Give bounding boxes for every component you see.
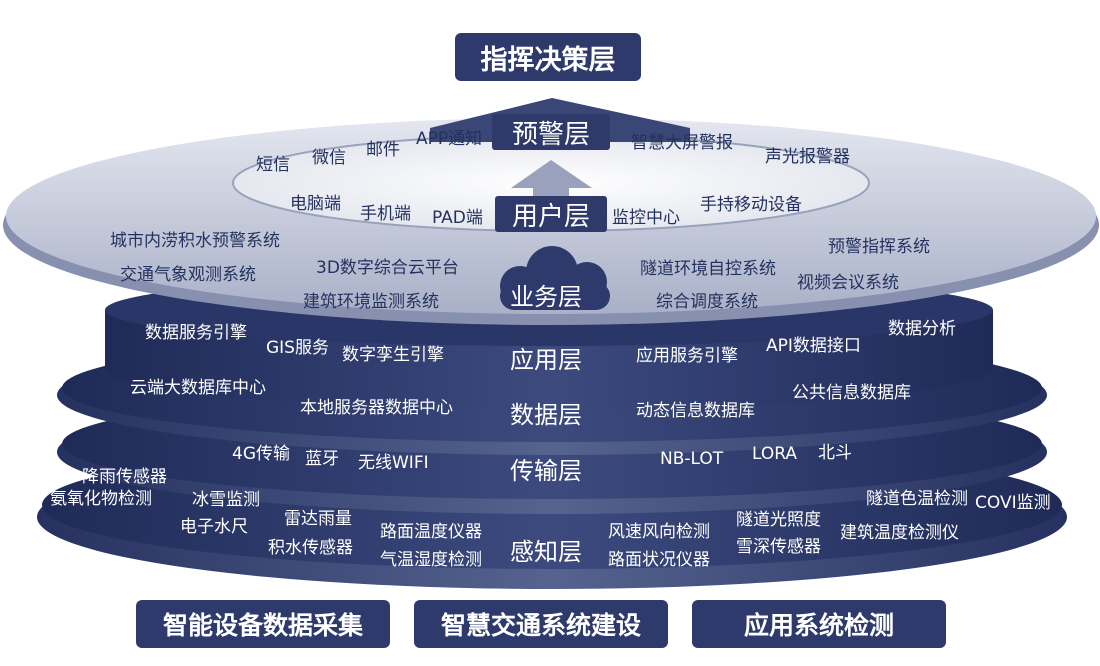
application-item: 数据服务引擎 (145, 323, 247, 343)
application-layer-label: 应用层 (510, 346, 582, 374)
user-item: PAD端 (432, 208, 483, 228)
sensing-item: 风速风向检测 (608, 522, 710, 542)
transport-item: 北斗 (818, 443, 852, 463)
business-item: 预警指挥系统 (828, 237, 930, 257)
application-item: GIS服务 (266, 338, 329, 358)
business-item: 视频会议系统 (797, 273, 899, 293)
application-item: API数据接口 (766, 336, 861, 356)
business-item: 隧道环境自控系统 (640, 259, 776, 279)
business-layer-label: 业务层 (510, 283, 582, 311)
bottom-label: 智能设备数据采集 (136, 600, 390, 648)
application-item: 数据分析 (888, 319, 956, 339)
warning-item: 短信 (256, 155, 290, 175)
business-item: 综合调度系统 (656, 292, 758, 312)
application-disk (105, 326, 993, 410)
data-layer-label: 数据层 (510, 401, 582, 429)
business-item: 交通气象观测系统 (120, 265, 256, 285)
warning-layer-label: 预警层 (492, 114, 610, 150)
warning-item: 邮件 (366, 140, 400, 160)
data-item: 动态信息数据库 (636, 401, 755, 421)
sensing-item: COVI监测 (975, 493, 1051, 513)
user-item: 电脑端 (290, 194, 341, 214)
data-item: 公共信息数据库 (792, 383, 911, 403)
bottom-label: 应用系统检测 (692, 600, 946, 648)
data-item: 本地服务器数据中心 (300, 398, 453, 418)
user-layer-label: 用户层 (495, 196, 607, 232)
sensing-item: 隧道光照度 (736, 510, 821, 530)
bottom-label: 智慧交通系统建设 (414, 600, 668, 648)
transport-item: 蓝牙 (305, 449, 339, 469)
sensing-item: 雷达雨量 (284, 509, 352, 529)
transport-item: 无线WIFI (358, 453, 429, 473)
transport-item: 4G传输 (232, 444, 290, 464)
sensing-item: 雪深传感器 (736, 537, 821, 557)
sensing-item: 降雨传感器 (82, 467, 167, 487)
business-item: 城市内涝积水预警系统 (110, 231, 280, 251)
sensing-item: 路面温度仪器 (380, 522, 482, 542)
user-item: 手持移动设备 (700, 195, 802, 215)
sensing-item: 积水传感器 (268, 538, 353, 558)
transport-item: NB-LOT (660, 449, 724, 469)
sensing-item: 氨氧化物检测 (50, 489, 152, 509)
warning-item: 智慧大屏警报 (631, 133, 733, 153)
application-item: 数字孪生引擎 (342, 345, 444, 365)
sensing-item: 路面状况仪器 (608, 550, 710, 570)
business-item: 建筑环境监测系统 (303, 292, 439, 312)
up-arrow (511, 160, 592, 204)
data-item: 云端大数据库中心 (130, 378, 266, 398)
sensing-layer-label: 感知层 (510, 538, 582, 566)
sensing-item: 电子水尺 (180, 517, 248, 537)
sensing-item: 冰雪监测 (192, 490, 260, 510)
top-label: 指挥决策层 (455, 33, 641, 81)
sensing-item: 建筑温度检测仪 (840, 523, 959, 543)
sensing-item: 气温湿度检测 (380, 550, 482, 570)
business-item: 3D数字综合云平台 (316, 258, 459, 278)
application-item: 应用服务引擎 (636, 346, 738, 366)
user-item: 手机端 (360, 204, 411, 224)
transport-layer-label: 传输层 (510, 457, 582, 485)
sensing-item: 隧道色温检测 (866, 489, 968, 509)
warning-item: 微信 (312, 148, 346, 168)
transport-item: LORA (752, 444, 797, 464)
warning-item: 声光报警器 (765, 147, 850, 167)
warning-item: APP通知 (416, 129, 483, 149)
user-item: 监控中心 (612, 208, 680, 228)
cloud-icon (500, 246, 610, 310)
